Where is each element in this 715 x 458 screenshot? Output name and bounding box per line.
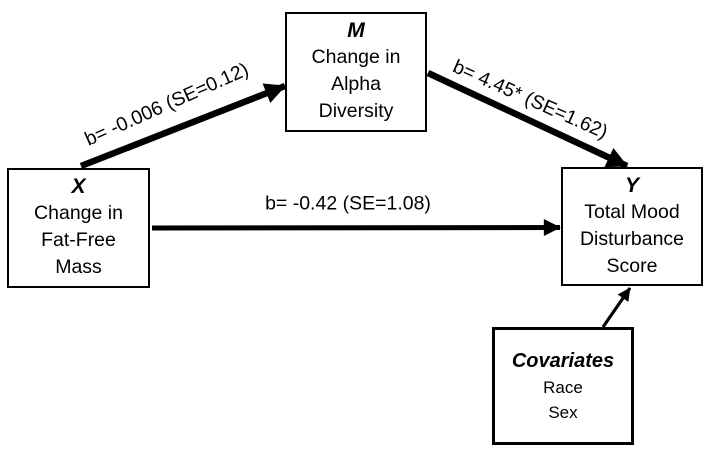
box-m-line: Change in bbox=[311, 46, 401, 68]
box-m-line: Alpha bbox=[331, 73, 381, 95]
arrow-x-to-y bbox=[151, 219, 561, 237]
box-y-line: Disturbance bbox=[579, 228, 685, 250]
arrow-x-to-m bbox=[79, 82, 287, 170]
arrow-m-to-y bbox=[426, 70, 629, 169]
box-covariates-line: Race bbox=[543, 378, 583, 397]
box-x-line: Mass bbox=[55, 256, 102, 278]
box-y-total-mood-disturbance-score: Y Total Mood Disturbance Score bbox=[561, 167, 703, 286]
box-x-line: Change in bbox=[34, 202, 123, 224]
box-covariates-line: Sex bbox=[548, 403, 578, 422]
box-x-change-in-fat-free-mass: X Change in Fat-Free Mass bbox=[7, 168, 150, 288]
box-covariates: Covariates Race Sex bbox=[492, 327, 634, 445]
path-label-x-to-y: b= -0.42 (SE=1.08) bbox=[265, 192, 431, 215]
box-y-title: Y bbox=[624, 174, 639, 197]
box-covariates-title: Covariates bbox=[511, 350, 615, 372]
box-y-line: Total Mood bbox=[584, 201, 680, 223]
box-x-title: X bbox=[71, 175, 86, 198]
arrow-covariates-to-y bbox=[601, 287, 632, 328]
box-m-line: Diversity bbox=[318, 100, 394, 122]
box-y-line: Score bbox=[606, 255, 658, 277]
box-x-line: Fat-Free bbox=[41, 229, 116, 251]
box-m-title: M bbox=[347, 19, 365, 42]
box-m-change-in-alpha-diversity: M Change in Alpha Diversity bbox=[285, 12, 427, 132]
